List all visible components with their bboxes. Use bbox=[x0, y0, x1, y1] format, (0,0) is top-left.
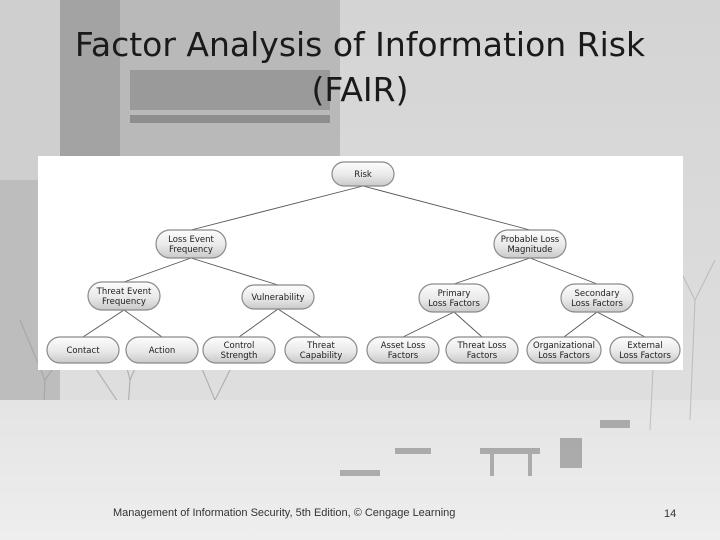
node-label-elf-0: External bbox=[627, 341, 662, 351]
node-label-olf-0: Organizational bbox=[533, 341, 595, 351]
node-label-lef-1: Frequency bbox=[169, 245, 213, 255]
edge-vuln-cs bbox=[238, 308, 279, 338]
node-box-elf bbox=[609, 336, 681, 364]
node-label-alf-0: Asset Loss bbox=[381, 341, 426, 351]
node-label-plf-0: Primary bbox=[438, 289, 471, 299]
node-label-alf-1: Factors bbox=[388, 351, 419, 361]
slide-title-line-2: (FAIR) bbox=[311, 70, 409, 109]
node-action: Action bbox=[125, 336, 199, 364]
node-label-plm-0: Probable Loss bbox=[501, 235, 560, 245]
edge-lef-vuln bbox=[190, 257, 279, 286]
node-label-tef-0: Threat Event bbox=[96, 287, 152, 297]
node-label-lef-0: Loss Event bbox=[168, 235, 214, 245]
node-label-cs-0: Control bbox=[224, 341, 255, 351]
node-box-alf bbox=[366, 336, 440, 364]
edge-slf-elf bbox=[596, 311, 646, 338]
node-box-olf bbox=[526, 336, 602, 364]
node-box-risk bbox=[331, 161, 395, 187]
node-box-tef bbox=[87, 281, 161, 311]
node-box-plf bbox=[418, 283, 490, 313]
edge-risk-plm bbox=[362, 185, 531, 231]
edge-plf-alf bbox=[402, 311, 455, 338]
page-number: 14 bbox=[664, 508, 677, 520]
diagram-edges bbox=[82, 185, 646, 338]
node-label-tc-1: Capability bbox=[300, 351, 343, 361]
edge-lef-tef bbox=[123, 257, 192, 283]
edge-tef-contact bbox=[82, 309, 125, 338]
node-label-tef-1: Frequency bbox=[102, 297, 146, 307]
node-label-action-0: Action bbox=[149, 346, 176, 356]
edge-risk-lef bbox=[190, 185, 364, 231]
node-box-cs bbox=[202, 336, 276, 364]
node-label-olf-1: Loss Factors bbox=[538, 351, 590, 361]
node-box-tc bbox=[284, 336, 358, 364]
node-contact: Contact bbox=[46, 336, 120, 364]
node-risk: Risk bbox=[331, 161, 395, 187]
node-label-plf-1: Loss Factors bbox=[428, 299, 480, 309]
node-label-risk-0: Risk bbox=[354, 170, 372, 180]
edge-slf-olf bbox=[563, 311, 598, 338]
node-box-tlf bbox=[445, 336, 519, 364]
edge-plf-tlf bbox=[453, 311, 483, 338]
node-box-lef bbox=[155, 229, 227, 259]
edge-vuln-tc bbox=[277, 308, 322, 338]
edge-plm-plf bbox=[453, 257, 531, 285]
node-box-action bbox=[125, 336, 199, 364]
slide-title: Factor Analysis of Information Risk (FAI… bbox=[40, 22, 680, 112]
node-label-cs-1: Strength bbox=[221, 351, 258, 361]
node-label-tlf-1: Factors bbox=[467, 351, 498, 361]
node-label-plm-1: Magnitude bbox=[507, 245, 552, 255]
node-label-slf-0: Secondary bbox=[574, 289, 619, 299]
slide-footer: Management of Information Security, 5th … bbox=[113, 507, 456, 519]
node-box-plm bbox=[493, 229, 567, 259]
edge-tef-action bbox=[123, 309, 163, 338]
edge-plm-slf bbox=[529, 257, 598, 285]
node-label-contact-0: Contact bbox=[66, 346, 100, 356]
node-vuln: Vulnerability bbox=[241, 284, 315, 310]
node-label-vuln-0: Vulnerability bbox=[251, 293, 304, 303]
node-box-contact bbox=[46, 336, 120, 364]
node-label-tc-0: Threat bbox=[306, 341, 335, 351]
node-label-slf-1: Loss Factors bbox=[571, 299, 623, 309]
slide-title-line-1: Factor Analysis of Information Risk bbox=[74, 25, 646, 64]
node-box-slf bbox=[560, 283, 634, 313]
node-label-tlf-0: Threat Loss bbox=[456, 341, 507, 351]
node-label-elf-1: Loss Factors bbox=[619, 351, 671, 361]
node-box-vuln bbox=[241, 284, 315, 310]
